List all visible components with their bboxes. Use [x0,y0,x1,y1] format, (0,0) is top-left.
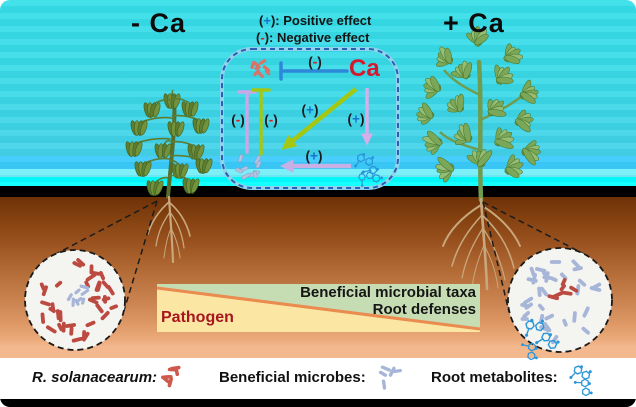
interaction-box [220,47,400,190]
relation-defenses-inhibit-pathogen: (-) [264,112,278,128]
relation-microbes-inhibit-pathogen: (-) [231,112,245,128]
root-defenses-label: Root defenses [372,300,476,318]
positive-effect-legend: (+): Positive effect [259,13,372,28]
minus-ca-label: - Ca [131,8,187,38]
metabolite-molecule-icon [569,365,593,397]
bottom-black-bar [0,399,636,407]
legend-icons [161,365,593,397]
relation-metabolites-promote-microbes: (+) [305,148,323,164]
right-magnifier-lines [482,201,585,313]
relation-ca-promotes-microbes: (+) [301,102,319,118]
beneficial-taxa-labels: Beneficial microbial taxa Root defenses [246,284,476,318]
relation-ca-inhibits-pathogen: (-) [308,54,322,70]
plus-ca-label: + Ca [443,8,505,38]
bottom-legend-bar [0,358,636,399]
legend-root-metabolites-label: Root metabolites: [431,369,558,386]
legend-r-solanacearum-label: R. solanacearum: [32,369,158,386]
relation-ca-promotes-metabolites: (+) [347,111,365,127]
ca-node-label: Ca [349,55,380,82]
soil-surface-line [0,186,636,197]
right-root-system [442,197,521,291]
wilted-plant [125,89,213,199]
pathogen-rods-icon [161,365,181,388]
left-soil-zoom-circle [24,249,126,351]
negative-effect-legend: (-): Negative effect [256,30,370,45]
right-soil-zoom-circle [507,247,613,361]
left-root-system [147,195,191,264]
beneficial-rods-icon [378,365,402,390]
pathogen-beneficial-gradient [156,284,481,332]
beneficial-taxa-label: Beneficial microbial taxa [300,284,476,301]
pathogen-label: Pathogen [161,309,234,326]
legend-beneficial-microbes-label: Beneficial microbes: [219,369,366,386]
healthy-plant [416,26,541,203]
